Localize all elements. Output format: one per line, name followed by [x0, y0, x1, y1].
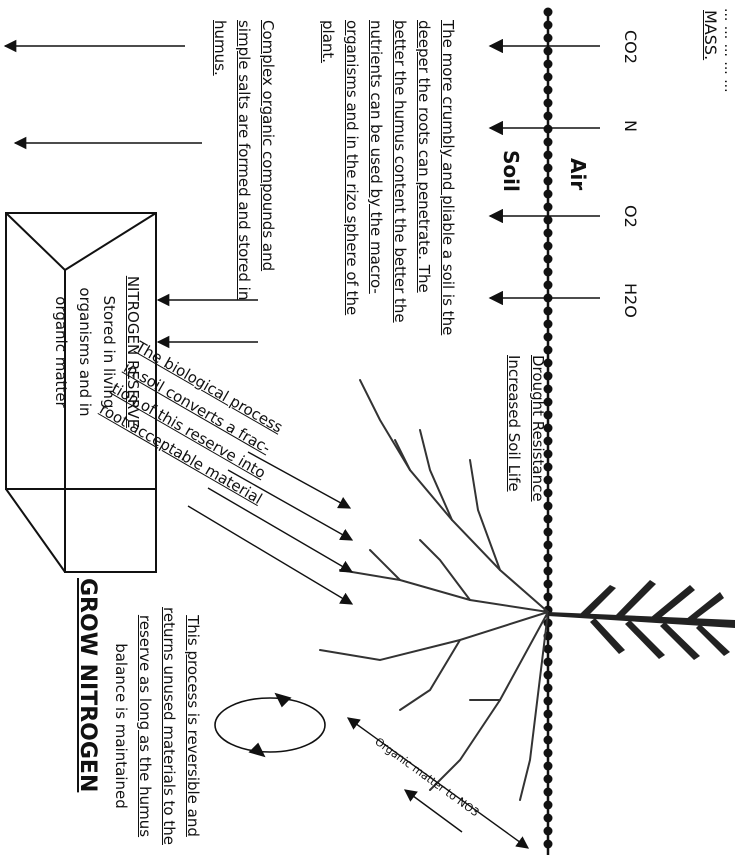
reversible-text: This process is reversible and returns u… [109, 595, 205, 857]
soil-line-dot [544, 814, 553, 823]
top-cut-line: ... ... ... ... ... [721, 8, 737, 93]
complex-text: Complex organic compounds and simple sal… [208, 20, 280, 300]
soil-line-dot [544, 86, 553, 95]
soil-line-dot [544, 164, 553, 173]
soil-line-dot [544, 255, 553, 264]
complex-line: humus. [208, 20, 232, 300]
soil-line-dot [544, 749, 553, 758]
reversible-line: This process is reversible and [181, 595, 205, 857]
reversible-line: balance is maintained [109, 595, 133, 857]
soil-line-dot [544, 73, 553, 82]
soil-line-dot [544, 346, 553, 355]
soil-line-dot [544, 697, 553, 706]
soil-line-dot [544, 788, 553, 797]
soil-line-dot [544, 775, 553, 784]
crumbly-line: organisms and in the rizo sphere of the [340, 20, 364, 335]
soil-line-dot [544, 203, 553, 212]
soil-line-dot [544, 671, 553, 680]
reversible-line: returns unused materials to the [157, 595, 181, 857]
soil-line-dot [544, 281, 553, 290]
nitrogen-box-text: NITROGEN RESERVE Stored in living organi… [49, 222, 145, 482]
soil-line-dot [544, 34, 553, 43]
gas-co2: CO2 [621, 30, 640, 64]
soil-line-dot [544, 307, 553, 316]
nitrogen-line: Stored in living [97, 222, 121, 482]
crumbly-line: better the humus content the better the [388, 20, 412, 335]
soil-line-dot [544, 710, 553, 719]
soil-line-dot [544, 229, 553, 238]
plant-leaves [548, 580, 735, 660]
gas-n: N [621, 120, 640, 132]
soil-line-dot [544, 541, 553, 550]
soil-line-dot [544, 138, 553, 147]
soil-line-dot [544, 177, 553, 186]
crumbly-text: The more crumbly and pliable a soil is t… [316, 20, 460, 335]
nitrogen-line: organisms and in [73, 222, 97, 482]
mass-label: MASS. [701, 10, 720, 60]
soil-line-dot [544, 723, 553, 732]
complex-line: Complex organic compounds and [256, 20, 280, 300]
soil-line-dot [544, 99, 553, 108]
crumbly-line: The more crumbly and pliable a soil is t… [436, 20, 460, 335]
complex-line: simple salts are formed and stored in [232, 20, 256, 300]
gas-o2: O2 [621, 205, 640, 228]
soil-line-dot [544, 216, 553, 225]
soil-line-dot [544, 151, 553, 160]
soil-line-dot [544, 567, 553, 576]
soil-line-dot [544, 840, 553, 849]
soil-line-dot [544, 658, 553, 667]
cycle-ellipse [215, 694, 325, 756]
soil-line-dot [544, 112, 553, 121]
soil-line-dot [544, 684, 553, 693]
bio-arrow-3 [208, 488, 352, 572]
soil-line-dot [544, 502, 553, 511]
soil-line-dot [544, 580, 553, 589]
crumbly-line: nutrients can be used by the macro- [364, 20, 388, 335]
soil-line-dot [544, 333, 553, 342]
soil-line-dot [544, 827, 553, 836]
nitrogen-line: organic matter [49, 222, 73, 482]
crumbly-line: deeper the roots can penetrate. The [412, 20, 436, 335]
grow-nitrogen-title: GROW NITROGEN [75, 578, 100, 792]
air-label: Air [566, 158, 590, 190]
soil-line-dot [544, 801, 553, 810]
soil-label: Soil [499, 150, 523, 192]
soil-line-dot [544, 554, 553, 563]
soil-line-dot [544, 593, 553, 602]
bio-arrow-4 [188, 506, 352, 604]
soil-line-dot [544, 736, 553, 745]
soil-line-dot [544, 125, 553, 134]
soil-line-dot [544, 21, 553, 30]
soil-line-dot [544, 47, 553, 56]
gas-h2o: H2O [621, 283, 640, 318]
drought-line: Increased Soil Life [502, 355, 526, 502]
drought-line: Drought Resistance [526, 355, 550, 502]
soil-line-dot [544, 268, 553, 277]
crumbly-line: plant. [316, 20, 340, 335]
reversible-line: reserve as long as the humus [133, 595, 157, 857]
drought-text: Drought Resistance Increased Soil Life [502, 355, 550, 502]
soil-line-dot [544, 320, 553, 329]
soil-line-dot [544, 242, 553, 251]
soil-line-dot [544, 8, 553, 17]
soil-line-dot [544, 528, 553, 537]
soil-line-dot [544, 60, 553, 69]
soil-line-dot [544, 190, 553, 199]
soil-line-dot [544, 762, 553, 771]
soil-line-dot [544, 515, 553, 524]
